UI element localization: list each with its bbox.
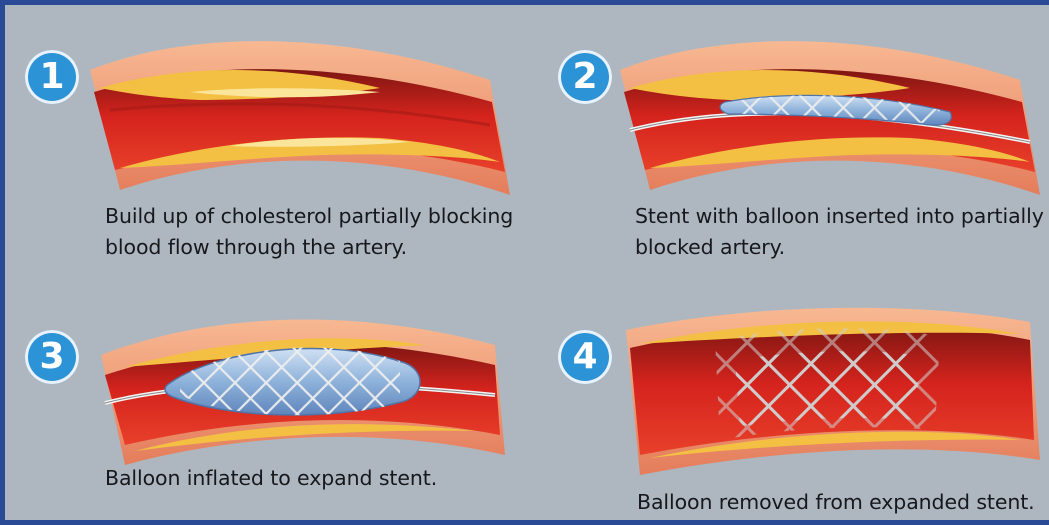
- caption-1-line-2: blood flow through the artery.: [105, 232, 513, 263]
- caption-2-line-1: Stent with balloon inserted into partial…: [635, 201, 1044, 232]
- caption-1: Build up of cholesterol partially blocki…: [105, 201, 513, 263]
- step-1-badge: 1: [25, 50, 79, 104]
- artery-balloon-inflated-illustration: [95, 305, 515, 475]
- caption-3-line-1: Balloon inflated to expand stent.: [105, 463, 437, 494]
- step-3-badge: 3: [25, 330, 79, 384]
- step-2-badge: 2: [558, 50, 612, 104]
- caption-2-line-2: blocked artery.: [635, 232, 1044, 263]
- caption-2: Stent with balloon inserted into partial…: [635, 201, 1044, 263]
- caption-4: Balloon removed from expanded stent.: [637, 487, 1035, 518]
- caption-4-line-1: Balloon removed from expanded stent.: [637, 487, 1035, 518]
- artery-balloon-inserted-illustration: [610, 30, 1049, 210]
- step-4-badge: 4: [558, 330, 612, 384]
- caption-3: Balloon inflated to expand stent.: [105, 463, 437, 494]
- artery-stent-expanded-illustration: [620, 300, 1049, 485]
- artery-plaque-illustration: [80, 30, 520, 210]
- caption-1-line-1: Build up of cholesterol partially blocki…: [105, 201, 513, 232]
